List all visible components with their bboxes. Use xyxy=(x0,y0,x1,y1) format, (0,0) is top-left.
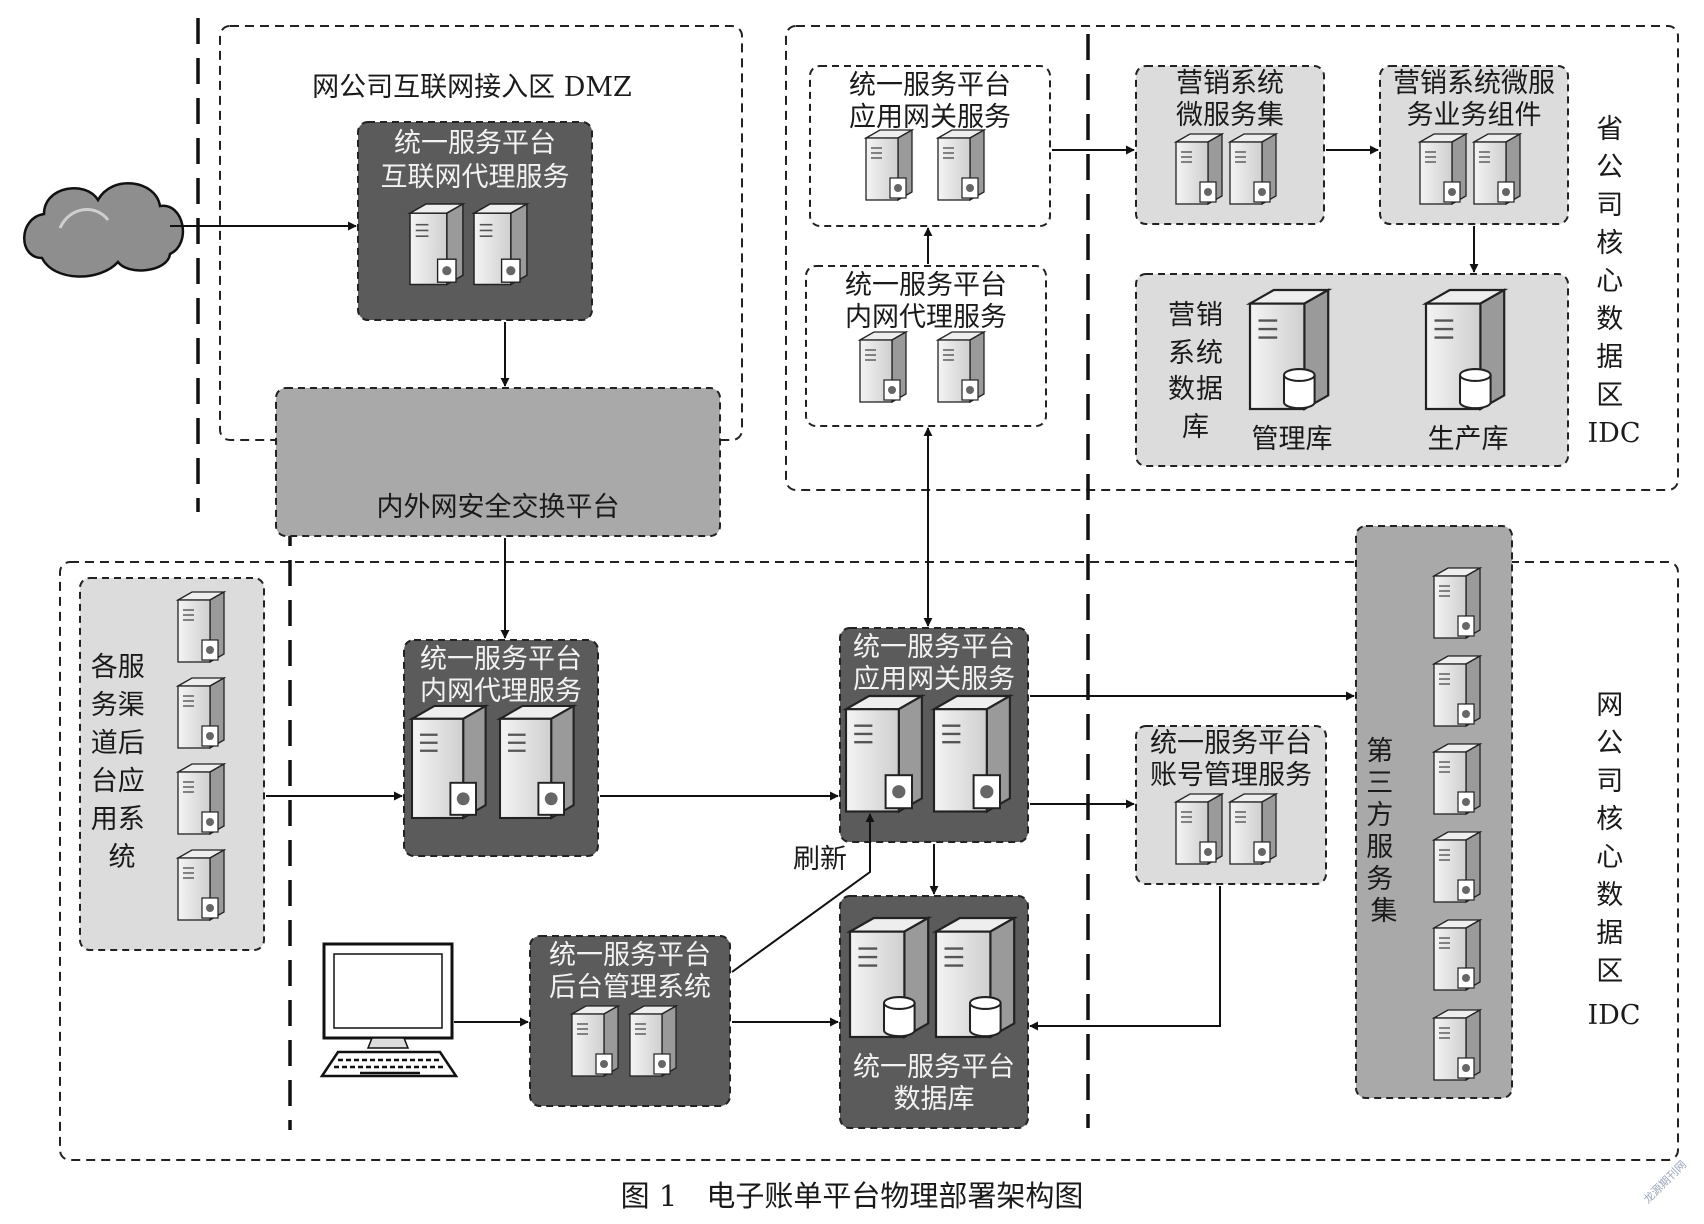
server-icon xyxy=(1229,133,1277,205)
server-icon xyxy=(1175,133,1223,205)
server-icon xyxy=(473,203,528,286)
province-core-zone xyxy=(785,25,1679,491)
channel-backends-box xyxy=(79,577,265,951)
server-icon xyxy=(932,694,1012,813)
account-mgmt-label: 账号管理服务 xyxy=(1150,760,1312,791)
computer-terminal-icon xyxy=(319,942,459,1078)
database-server-icon xyxy=(1424,288,1506,411)
figure-caption: 图 1 电子账单平台物理部署架构图 xyxy=(621,1179,1084,1213)
province-gateway-label: 应用网关服务 xyxy=(849,102,1011,133)
server-icon xyxy=(409,203,464,286)
arrow-account-mgmt-to-platform-db xyxy=(1029,886,1221,1031)
database-server-icon xyxy=(934,916,1016,1039)
server-icon xyxy=(629,1005,677,1077)
channel-backends-label: 各服 务渠 道后 台应 用系 统 xyxy=(91,652,154,873)
internet-proxy-label: 互联网代理服务 xyxy=(381,162,570,193)
server-icon xyxy=(1419,133,1467,205)
security-exchange-label: 内外网安全交换平台 xyxy=(377,492,620,523)
security-exchange-box xyxy=(275,387,721,537)
server-icon xyxy=(937,129,985,201)
province-intranet-proxy-label: 内网代理服务 xyxy=(845,302,1007,333)
app-gateway-label: 统一服务平台 xyxy=(853,632,1015,663)
watermark: 龙源期刊网 xyxy=(1640,1157,1689,1206)
marketing-db-title: 营销 系统 数据 库 xyxy=(1168,300,1232,443)
internet-proxy-label: 统一服务平台 xyxy=(394,128,556,159)
server-icon xyxy=(1229,793,1277,865)
admin-system-label: 统一服务平台 xyxy=(549,940,711,971)
server-icon xyxy=(410,704,487,820)
server-icon xyxy=(1433,743,1481,815)
server-icon xyxy=(498,704,575,820)
server-icon xyxy=(1175,793,1223,865)
marketing-components-label: 营销系统微服 xyxy=(1393,68,1555,99)
server-icon xyxy=(1433,1009,1481,1081)
cloud-icon xyxy=(23,182,185,278)
server-icon xyxy=(844,694,924,813)
company-core-zone xyxy=(59,561,1679,1161)
server-icon xyxy=(177,591,225,663)
server-icon xyxy=(859,331,907,403)
third-party-label: 第 三 方 服 务 集 xyxy=(1366,736,1402,927)
marketing-microservices-label: 微服务集 xyxy=(1176,100,1284,131)
database-server-icon xyxy=(848,916,930,1039)
arrow-admin-refresh-gateway xyxy=(731,813,875,973)
server-icon xyxy=(865,129,913,201)
server-icon xyxy=(1433,919,1481,991)
province-gateway-label: 统一服务平台 xyxy=(849,70,1011,101)
app-gateway-label: 应用网关服务 xyxy=(853,664,1015,695)
server-icon xyxy=(1433,567,1481,639)
server-icon xyxy=(177,763,225,835)
marketing-components-label: 务业务组件 xyxy=(1407,100,1542,131)
province-core-zone-label: 省 公 司 核 心 数 据 区 IDC xyxy=(1588,114,1641,449)
mgmt-db-label: 管理库 xyxy=(1252,424,1333,455)
account-mgmt-label: 统一服务平台 xyxy=(1150,728,1312,759)
intranet-proxy-label: 内网代理服务 xyxy=(420,676,582,707)
server-icon xyxy=(1433,655,1481,727)
server-icon xyxy=(571,1005,619,1077)
intranet-proxy-label: 统一服务平台 xyxy=(420,644,582,675)
refresh-label: 刷新 xyxy=(793,844,847,875)
dmz-zone-label: 网公司互联网接入区 DMZ xyxy=(312,72,632,103)
marketing-microservices-label: 营销系统 xyxy=(1176,68,1284,99)
server-icon xyxy=(177,677,225,749)
platform-db-label: 数据库 xyxy=(894,1084,975,1115)
server-icon xyxy=(1433,831,1481,903)
admin-system-label: 后台管理系统 xyxy=(549,972,711,1003)
server-icon xyxy=(1473,133,1521,205)
server-icon xyxy=(177,849,225,921)
province-intranet-proxy-label: 统一服务平台 xyxy=(845,270,1007,301)
database-server-icon xyxy=(1248,288,1330,411)
server-icon xyxy=(937,331,985,403)
prod-db-label: 生产库 xyxy=(1428,424,1509,455)
company-core-zone-label: 网 公 司 核 心 数 据 区 IDC xyxy=(1588,690,1641,1031)
platform-db-label: 统一服务平台 xyxy=(853,1052,1015,1083)
